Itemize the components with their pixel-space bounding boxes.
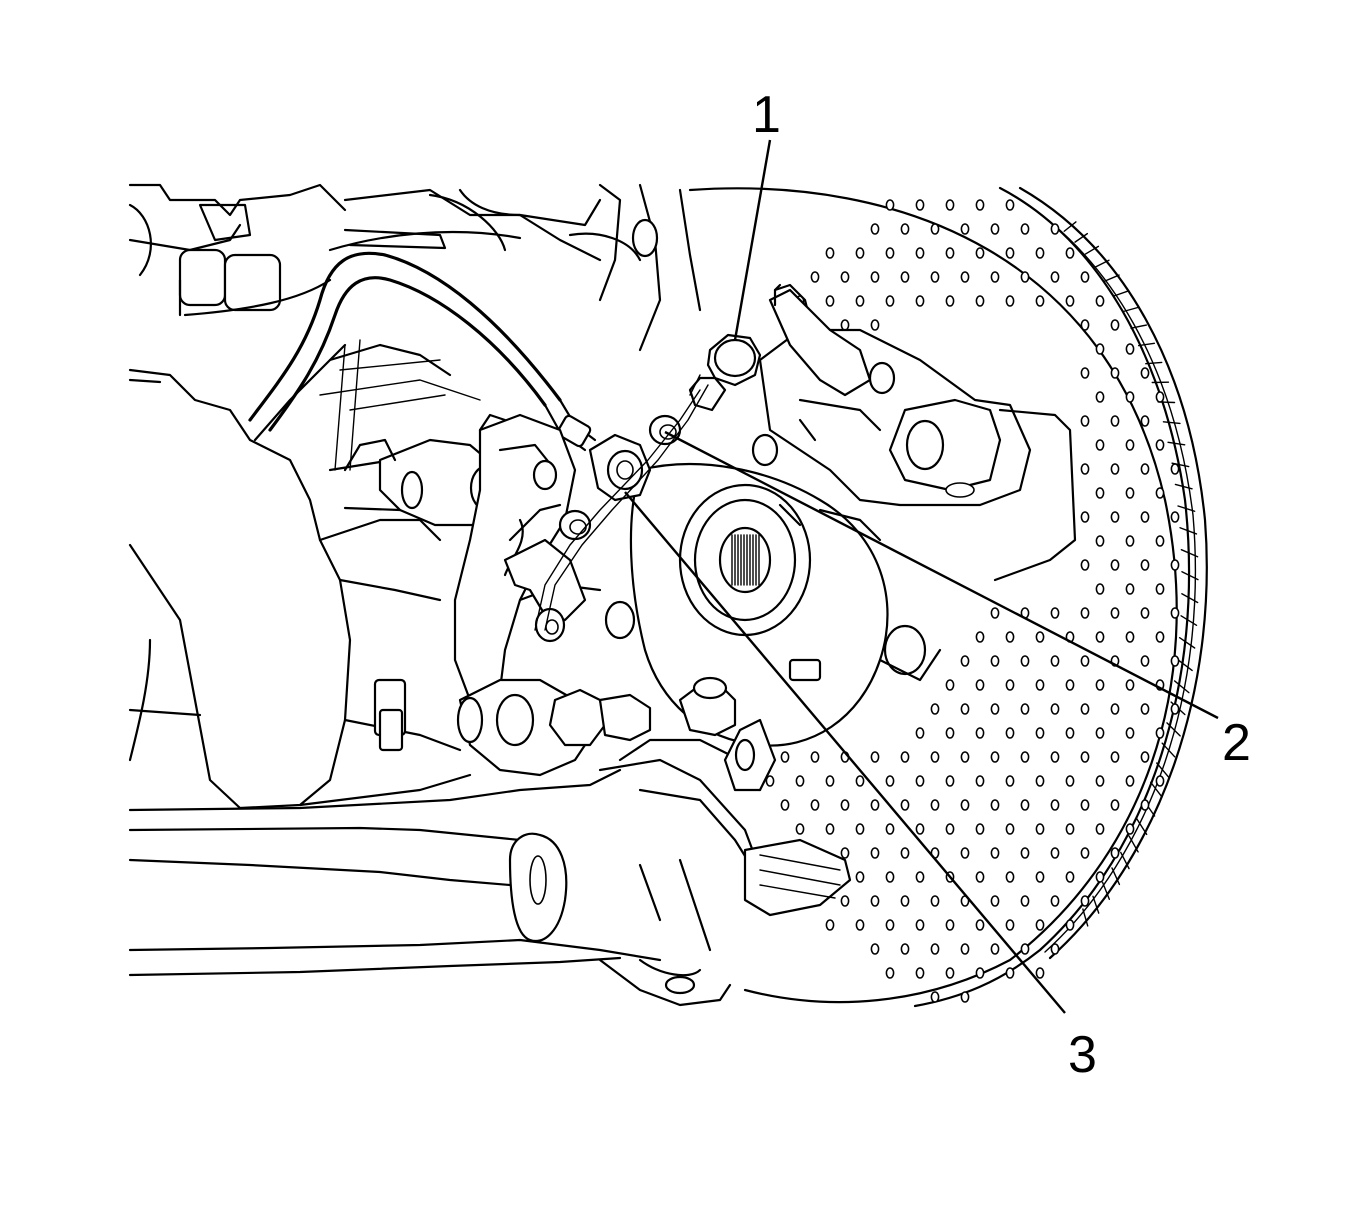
brake-caliper: [751, 283, 1077, 582]
callout-2: 2: [1222, 714, 1251, 772]
upper-frame: [128, 183, 702, 471]
leader-line-2: [664, 430, 1219, 720]
leader-line-3: [624, 491, 1066, 1014]
hose-fitting: [588, 433, 652, 502]
rotor-vent-vanes: [1063, 221, 1199, 927]
lower-arm: [373, 676, 777, 792]
callout-3: 3: [1068, 1026, 1097, 1084]
callout-labels: 1 2 3: [752, 86, 1251, 1084]
leader-lines: [624, 139, 1219, 1014]
callout-1: 1: [752, 86, 781, 144]
wheel-hub: [629, 450, 942, 747]
hub-splines: [731, 534, 760, 586]
left-housing: [128, 343, 472, 810]
washer-3: [558, 509, 592, 541]
brake-hose: [248, 251, 597, 452]
hose-bracket: [503, 538, 587, 643]
lower-crossmember: [128, 758, 852, 1007]
leader-line-1: [733, 139, 772, 341]
assembly-axis: [534, 384, 709, 631]
